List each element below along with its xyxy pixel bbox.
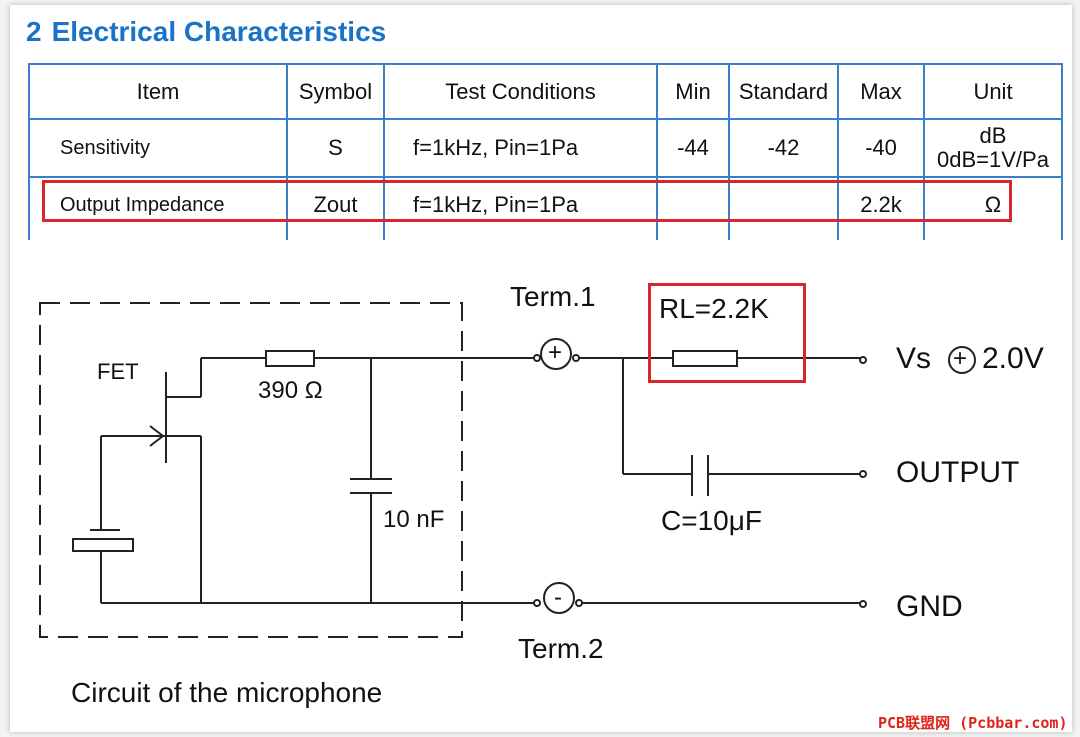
section-number: 2	[26, 16, 42, 47]
cell-item: Sensitivity	[28, 119, 288, 178]
vs-node	[859, 356, 867, 364]
fet-label: FET	[97, 359, 139, 384]
output-label: OUTPUT	[896, 456, 1020, 489]
capacitor-10uf-label: C=10μF	[661, 505, 762, 536]
cell-unit: Ω	[923, 177, 1063, 232]
header-item: Item	[28, 63, 288, 120]
term1-plus-symbol: +	[548, 339, 563, 366]
capsule-dashed-box	[39, 302, 463, 638]
fet-gate-arrow	[149, 425, 165, 447]
cell-standard	[728, 177, 839, 232]
section-title: Electrical Characteristics	[51, 16, 387, 47]
header-test-conditions: Test Conditions	[383, 63, 658, 120]
term1-terminal	[540, 338, 572, 370]
electret-plate-bottom	[72, 538, 134, 552]
output-impedance-highlight-box	[42, 180, 1012, 222]
table-row-cut-off	[28, 232, 1063, 240]
resistor-390	[265, 350, 315, 367]
cell-symbol: S	[286, 119, 385, 178]
output-node	[859, 470, 867, 478]
term1-label: Term.1	[510, 281, 596, 312]
cell-symbol: Zout	[286, 177, 385, 232]
cell-standard: -42	[728, 119, 839, 178]
table-header-row: Item Symbol Test Conditions Min Standard…	[28, 63, 1063, 120]
table-row-sensitivity: Sensitivity S f=1kHz, Pin=1Pa -44 -42 -4…	[28, 119, 1063, 178]
cell-item: Output Impedance	[28, 177, 288, 232]
cell-min	[656, 177, 730, 232]
watermark: PCB联盟网 (Pcbbar.com)	[878, 714, 1068, 732]
term2-minus-symbol: -	[554, 584, 562, 611]
header-standard: Standard	[728, 63, 839, 120]
resistor-390-label: 390 Ω	[258, 377, 323, 404]
electrical-characteristics-table: Item Symbol Test Conditions Min Standard…	[28, 63, 1063, 240]
cell-min: -44	[656, 119, 730, 178]
cell-unit: dB 0dB=1V/Pa	[923, 119, 1063, 178]
header-symbol: Symbol	[286, 63, 385, 120]
gnd-label: GND	[896, 590, 963, 623]
circuit-caption: Circuit of the microphone	[71, 677, 383, 708]
vs-label: Vs	[896, 342, 932, 375]
term2-label: Term.2	[518, 633, 604, 664]
gnd-node	[859, 600, 867, 608]
header-min: Min	[656, 63, 730, 120]
vs-voltage-label: 2.0V	[982, 342, 1044, 375]
cell-max: 2.2k	[837, 177, 925, 232]
rl-highlight-box	[648, 283, 806, 383]
header-max: Max	[837, 63, 925, 120]
unit-line-2: 0dB=1V/Pa	[937, 147, 1049, 172]
cell-max: -40	[837, 119, 925, 178]
header-unit: Unit	[923, 63, 1063, 120]
section-heading: 2 Electrical Characteristics	[26, 16, 386, 48]
cell-conditions: f=1kHz, Pin=1Pa	[383, 177, 658, 232]
cell-conditions: f=1kHz, Pin=1Pa	[383, 119, 658, 178]
rl-label: RL=2.2K	[659, 293, 769, 324]
unit-line-1: dB	[979, 123, 1007, 148]
table-row-output-impedance: Output Impedance Zout f=1kHz, Pin=1Pa 2.…	[28, 177, 1063, 232]
vs-plus-symbol: +	[953, 345, 968, 372]
capacitor-10nf-label: 10 nF	[383, 506, 445, 533]
vs-plus-circle	[948, 346, 976, 374]
term2-terminal	[543, 582, 575, 614]
